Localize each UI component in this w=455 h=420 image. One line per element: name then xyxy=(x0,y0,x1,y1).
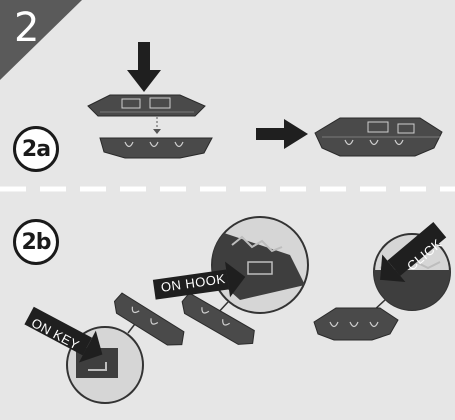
tilted-part-a xyxy=(113,292,185,346)
flat-part xyxy=(313,307,399,341)
on-hook-arrow-icon xyxy=(152,261,246,300)
lower-part xyxy=(99,137,213,159)
tilted-part-b xyxy=(181,292,255,345)
alignment-arrow-icon xyxy=(153,129,161,134)
step-tab xyxy=(0,0,82,80)
substep-badge-2b: 2b xyxy=(13,219,59,265)
upper-part xyxy=(87,94,206,117)
magnifier-key-detail xyxy=(66,326,144,404)
substep-badge-2a: 2a xyxy=(13,126,59,172)
right-arrow-icon xyxy=(256,119,308,149)
on-key-arrow-icon xyxy=(24,306,103,363)
down-arrow-icon xyxy=(127,42,161,92)
assembled-part xyxy=(314,117,443,157)
click-arrow-icon xyxy=(380,222,447,283)
step-number: 2 xyxy=(14,5,40,51)
